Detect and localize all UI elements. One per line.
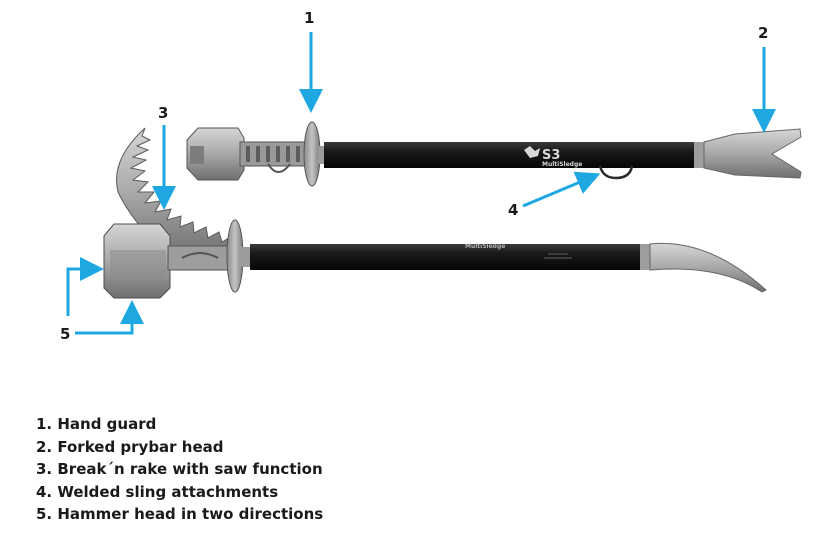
callout-number-4: 4: [508, 201, 518, 219]
callout-number-3: 3: [158, 104, 168, 122]
lower-guard-collar: [240, 247, 252, 267]
upper-shaft-marking: S3 MultiSledge: [524, 146, 582, 168]
callout-number-5: 5: [60, 325, 70, 343]
arrow-4: [522, 171, 601, 208]
legend-item: 2. Forked prybar head: [36, 437, 224, 456]
arrow-5b: [75, 300, 144, 335]
upper-rear-block: [186, 127, 245, 181]
lower-neck: [167, 245, 231, 271]
tool-logo-icon: [524, 146, 540, 158]
legend-item: 5. Hammer head in two directions: [36, 505, 324, 523]
lower-neck-loop: [181, 252, 219, 259]
forked-prybar-head: [703, 128, 802, 179]
curved-pick-end: [649, 242, 767, 293]
upper-tool: S3 MultiSledge: [186, 121, 802, 187]
legend-item: 1. Hand guard: [36, 415, 157, 433]
upper-neck-slots: [246, 146, 300, 162]
upper-rear-block-face: [190, 146, 204, 164]
upper-guard-collar: [318, 146, 326, 164]
callout-number-2: 2: [758, 24, 768, 42]
hammer-head-face: [110, 250, 166, 276]
arrow-5a: [66, 257, 104, 316]
upper-sling-attachment: [598, 165, 634, 180]
tool-name-text: MultiSledge: [542, 161, 582, 168]
tool-model-text: S3: [542, 148, 560, 163]
feature-legend: 1. Hand guard 2. Forked prybar head 3. B…: [36, 413, 323, 526]
upper-hand-guard: [303, 121, 321, 187]
callout-number-1: 1: [304, 9, 314, 27]
callout-arrows: [66, 32, 776, 335]
upper-neck-loop: [267, 163, 291, 173]
lower-shaft: [250, 244, 642, 270]
lower-collar: [640, 244, 652, 270]
lower-shaft-marking: MultiSledge: [465, 243, 505, 250]
legend-item: 4. Welded sling attachments: [36, 482, 279, 501]
legend-item: 3. Break´n rake with saw function: [36, 460, 323, 478]
upper-collar: [694, 142, 706, 168]
lower-tool: MultiSledge: [103, 127, 767, 299]
lower-sling-attachment: [544, 253, 572, 259]
upper-shaft: [324, 142, 696, 168]
